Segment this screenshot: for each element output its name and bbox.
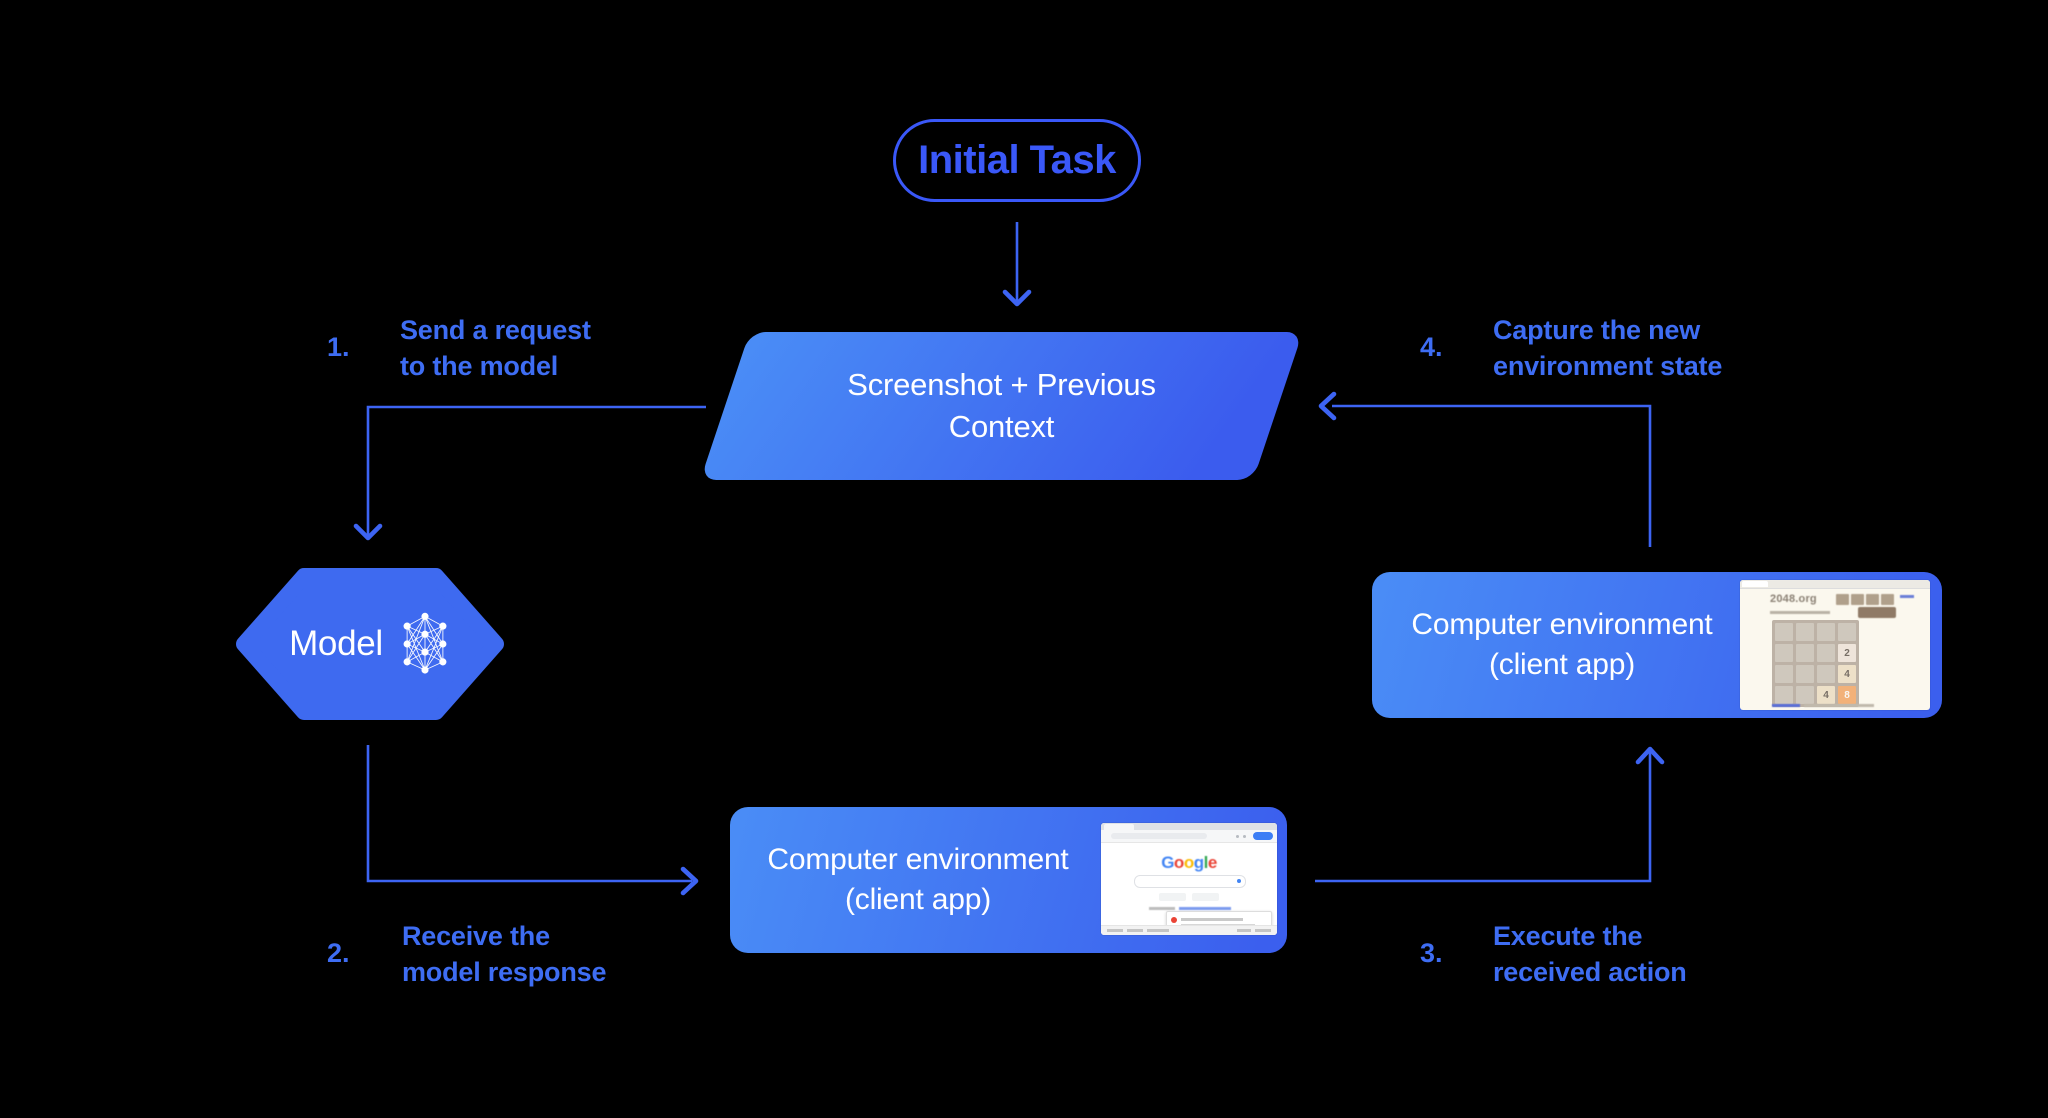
- game-tile: 4: [1817, 686, 1835, 704]
- model-label: Model: [289, 624, 383, 663]
- game-cell: [1796, 623, 1814, 641]
- game-cell: [1796, 665, 1814, 683]
- step-1-number: 1.: [327, 332, 350, 362]
- step-4-number: 4.: [1420, 332, 1443, 362]
- game-cell: [1838, 623, 1856, 641]
- language-text: [1149, 907, 1175, 910]
- toolbar-icon: [1243, 835, 1246, 838]
- initial-task-node: Initial Task: [893, 119, 1141, 202]
- arrowhead-down-icon: [353, 523, 383, 541]
- env-right-title: Computer environment: [1411, 608, 1713, 641]
- initial-task-label: Initial Task: [918, 138, 1116, 182]
- page-footer: [1101, 925, 1277, 935]
- score-box: [1836, 594, 1849, 605]
- game-tile: 2: [1838, 644, 1856, 662]
- dialog-icon: [1171, 917, 1177, 923]
- score-box: [1866, 594, 1879, 605]
- step-3-number: 3.: [1420, 938, 1443, 968]
- arrow-env-to-context: [1332, 404, 1652, 547]
- model-hexagon-shape: [236, 568, 504, 720]
- tagline-text: [1770, 611, 1830, 614]
- site-title-2048: 2048.org: [1770, 593, 1817, 605]
- game-cell: [1817, 623, 1835, 641]
- language-links: [1179, 907, 1231, 910]
- toolbar-icon: [1236, 835, 1239, 838]
- computer-environment-node-bottom: Computer environment (client app) Google: [730, 807, 1287, 953]
- footer-link: [1107, 929, 1123, 932]
- browser-tab-bar: [1740, 580, 1930, 589]
- game-cell: [1796, 644, 1814, 662]
- game-cell: [1775, 644, 1793, 662]
- env-bottom-title: Computer environment: [767, 843, 1069, 876]
- score-box: [1851, 594, 1864, 605]
- game-cell: [1775, 665, 1793, 683]
- footer-text: [1804, 704, 1874, 707]
- profile-button: [1253, 832, 1273, 840]
- screenshot-context-label: Screenshot + Previous Context: [847, 367, 1156, 444]
- footer-link: [1237, 929, 1251, 932]
- arrow-model-to-env: [366, 745, 692, 883]
- search-input: [1134, 875, 1246, 888]
- footer-link: [1127, 929, 1143, 932]
- env-bottom-subtitle: (client app): [844, 883, 991, 916]
- lucky-button: [1192, 893, 1219, 901]
- env-right-subtitle: (client app): [1488, 648, 1635, 681]
- arrow-context-to-model: [366, 405, 706, 535]
- game-cell: [1775, 686, 1793, 704]
- footer-link: [1772, 704, 1800, 707]
- address-bar: [1111, 833, 1207, 839]
- arrowhead-left-icon: [1318, 391, 1337, 421]
- model-node: Model: [234, 566, 506, 722]
- new-game-button: [1858, 607, 1896, 618]
- arrowhead-right-icon: [680, 866, 699, 896]
- game-cell: [1775, 623, 1793, 641]
- arrowhead-down-icon: [1002, 289, 1032, 307]
- game-tile: 4: [1838, 665, 1856, 683]
- footer-link: [1147, 929, 1169, 932]
- screenshot-context-node: Screenshot + Previous Context: [700, 332, 1303, 480]
- header-link: [1900, 595, 1914, 598]
- score-box: [1881, 594, 1894, 605]
- search-button: [1159, 893, 1186, 901]
- game-cell: [1817, 665, 1835, 683]
- neural-network-icon: [403, 612, 447, 674]
- browser-tab-bar: [1101, 823, 1277, 830]
- game-cell: [1796, 686, 1814, 704]
- arrowhead-up-icon: [1635, 746, 1665, 765]
- arrow-env-to-env: [1315, 752, 1652, 883]
- game-cell: [1817, 644, 1835, 662]
- game-tile: 8: [1838, 686, 1856, 704]
- google-logo: Google: [1161, 853, 1217, 872]
- screenshot-thumbnail-google: Google: [1101, 823, 1277, 935]
- step-2-number: 2.: [327, 938, 350, 968]
- computer-environment-node-right: Computer environment (client app) 2048.o…: [1372, 572, 1942, 718]
- footer-link: [1255, 929, 1271, 932]
